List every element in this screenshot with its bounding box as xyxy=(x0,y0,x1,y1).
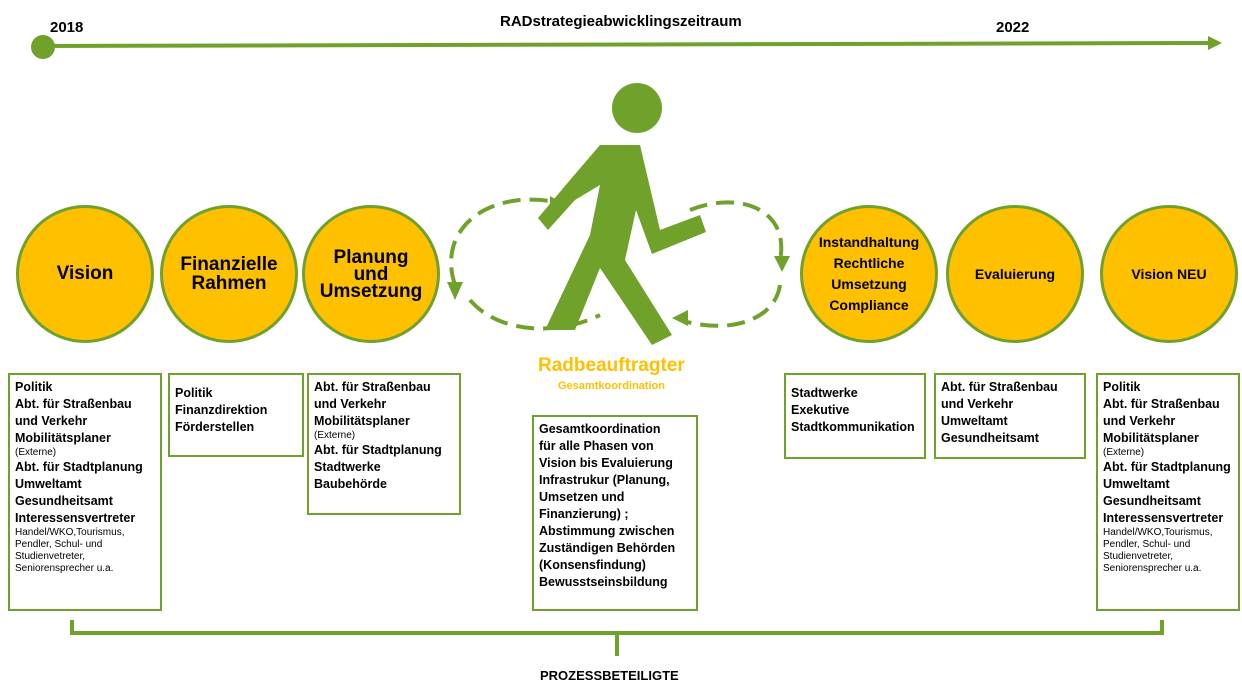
phase-circle-instandhaltung: Instandhaltung Rechtliche Umsetzung Comp… xyxy=(800,205,938,343)
participant-entry: Zuständigen Behörden xyxy=(539,541,676,555)
participant-entry: Umsetzen und xyxy=(539,490,625,504)
participant-entry: Gesundheitsamt xyxy=(15,494,113,508)
participant-entry: und Verkehr xyxy=(1103,414,1176,428)
participants-label: PROZESSBETEILIGTE xyxy=(540,668,679,683)
participant-entry: Studienvetreter, xyxy=(1103,551,1174,562)
participant-entry: Interessensvertreter xyxy=(1103,511,1224,525)
phase-label: Evaluierung xyxy=(974,266,1056,282)
participant-entry: Gesundheitsamt xyxy=(941,431,1039,445)
phase-label: Vision xyxy=(56,263,114,284)
participant-entry: Seniorensprecher u.a. xyxy=(1103,563,1202,574)
participant-entry: (Konsensfindung) xyxy=(539,558,646,572)
participant-entry: Abt. für Straßenbau xyxy=(15,397,132,411)
participant-entry: Umweltamt xyxy=(1103,477,1170,491)
participant-entry: Pendler, Schul- und xyxy=(1103,539,1191,550)
participant-entry: Finanzierung) ; xyxy=(539,507,629,521)
center-role-subtitle: Gesamtkoordination xyxy=(558,380,665,392)
phase-circle-vision-neu: Vision NEU xyxy=(1100,205,1238,343)
participant-entry: Abt. für Straßenbau xyxy=(1103,397,1220,411)
phase-circle-evaluierung: Evaluierung xyxy=(946,205,1084,343)
participant-entry: Abt. für Stadtplanung xyxy=(15,460,143,474)
participant-entry: Mobilitätsplaner xyxy=(1103,431,1199,445)
participant-entry: (Externe) xyxy=(15,447,57,458)
participant-entry: Abt. für Stadtplanung xyxy=(1103,460,1231,474)
participant-entry: Abt. für Stadtplanung xyxy=(314,443,442,457)
participant-entry: und Verkehr xyxy=(941,397,1014,411)
phase-circle-vision: Vision xyxy=(16,205,154,343)
participant-entry: Pendler, Schul- und xyxy=(15,539,103,550)
timeline-start-dot xyxy=(31,35,55,59)
participant-entry: Studienvetreter, xyxy=(15,551,86,562)
participant-entry: Bewusstseinsbildung xyxy=(539,575,668,589)
participant-entry: Handel/WKO,Tourismus, xyxy=(15,527,125,538)
participant-entry: Interessensvertreter xyxy=(15,511,136,525)
participant-entry: Gesamtkoordination xyxy=(539,422,661,436)
participant-entry: Gesundheitsamt xyxy=(1103,494,1201,508)
participant-entry: Umweltamt xyxy=(941,414,1008,428)
participant-entry: Politik xyxy=(1103,380,1141,394)
participant-entry: Politik xyxy=(175,386,213,400)
center-role-title: Radbeauftragter xyxy=(538,355,685,376)
phase-circle-finanzielle-rahmen: Finanzielle Rahmen xyxy=(160,205,298,343)
participant-entry: Baubehörde xyxy=(314,477,387,491)
cycle-arrows-icon xyxy=(449,197,784,331)
phase-label: Planung und Umsetzung xyxy=(319,246,423,302)
participant-entry: Abstimmung zwischen xyxy=(539,524,675,538)
participant-entry: Mobilitätsplaner xyxy=(314,414,410,428)
timeline-title: RADstrategieabwicklingszeitraum xyxy=(500,13,742,30)
phase-circle-planung-umsetzung: Planung und Umsetzung xyxy=(302,205,440,343)
participant-entry: Politik xyxy=(15,380,53,394)
phase-label: Vision NEU xyxy=(1131,266,1207,282)
participant-entry: für alle Phasen von xyxy=(539,439,654,453)
participant-entry: Vision bis Evaluierung xyxy=(539,456,673,470)
participant-entry: Finanzdirektion xyxy=(175,403,268,417)
participant-entry: Stadtwerke xyxy=(314,460,381,474)
participant-entry: (Externe) xyxy=(314,430,356,441)
participant-entry: Abt. für Straßenbau xyxy=(941,380,1058,394)
participant-entry: (Externe) xyxy=(1103,447,1145,458)
participant-entry: Seniorensprecher u.a. xyxy=(15,563,114,574)
participant-entry: Förderstellen xyxy=(175,420,255,434)
participant-entry: Abt. für Straßenbau xyxy=(314,380,431,394)
participants-bracket xyxy=(70,620,1164,656)
walking-person-icon xyxy=(538,83,706,345)
participant-entry: und Verkehr xyxy=(15,414,88,428)
participant-entry: Stadtwerke xyxy=(791,386,858,400)
participant-entry: Handel/WKO,Tourismus, xyxy=(1103,527,1213,538)
participant-entry: Mobilitätsplaner xyxy=(15,431,111,445)
phase-label: Instandhaltung Rechtliche Umsetzung Comp… xyxy=(818,234,920,313)
participant-entry: Stadtkommunikation xyxy=(791,420,915,434)
timeline-end-year: 2022 xyxy=(996,19,1030,36)
participant-entry: Umweltamt xyxy=(15,477,82,491)
participant-entry: Exekutive xyxy=(791,403,850,417)
participant-entry: Infrastrukur (Planung, xyxy=(539,473,670,487)
timeline-start-year: 2018 xyxy=(50,19,84,36)
participant-entry: und Verkehr xyxy=(314,397,387,411)
phase-label: Finanzielle Rahmen xyxy=(180,254,278,294)
